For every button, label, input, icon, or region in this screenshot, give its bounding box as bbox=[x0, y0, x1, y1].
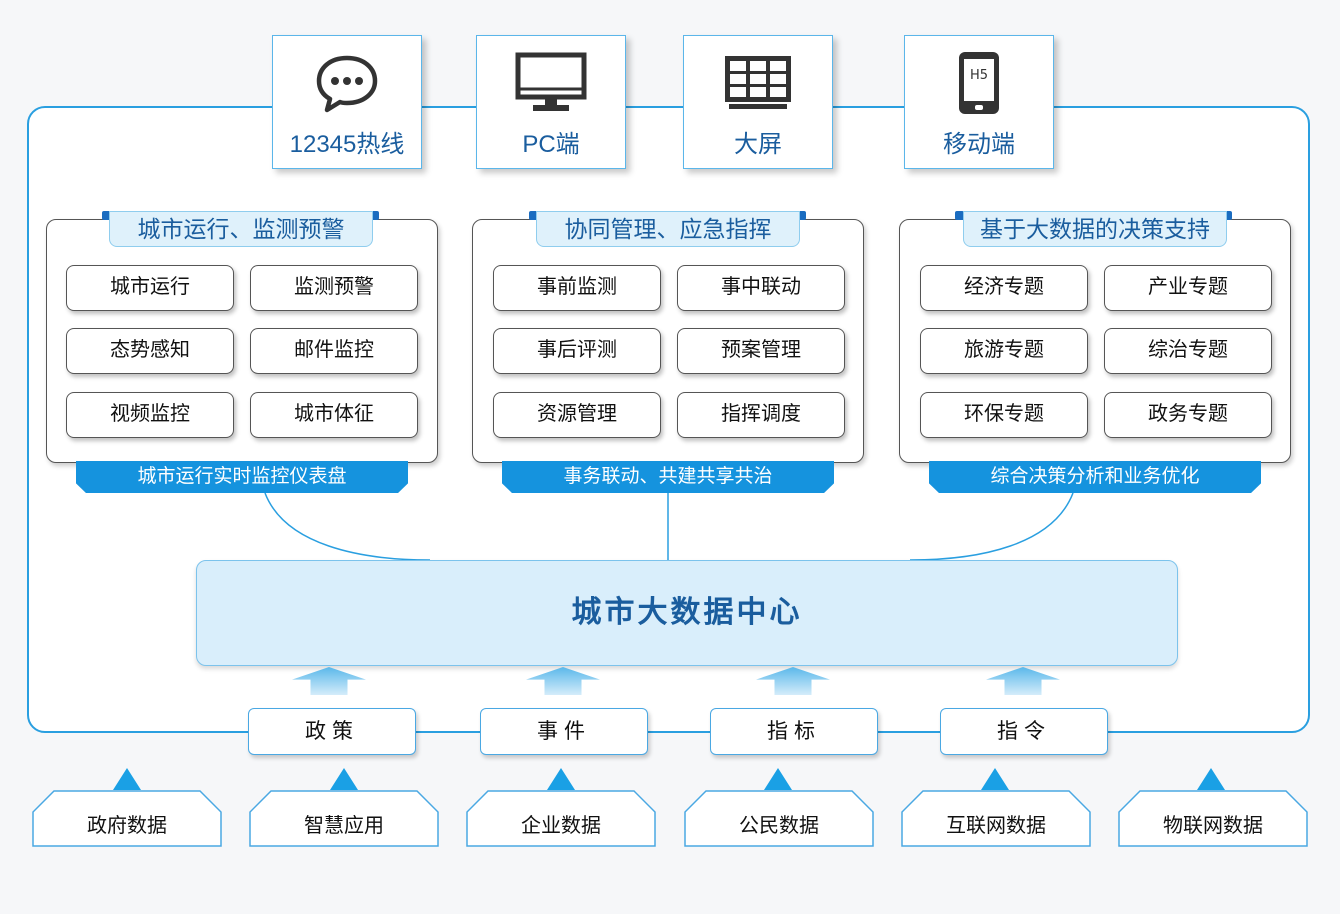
data-source-iot[interactable]: 物联网数据 bbox=[1118, 790, 1308, 848]
title-dot bbox=[102, 211, 111, 220]
module-button[interactable]: 资源管理 bbox=[493, 392, 661, 438]
module-button[interactable]: 旅游专题 bbox=[920, 328, 1088, 374]
panel-title: 城市运行、监测预警 bbox=[109, 211, 373, 247]
title-dot bbox=[797, 211, 806, 220]
channel-label: 移动端 bbox=[943, 131, 1015, 158]
data-source-enterprise[interactable]: 企业数据 bbox=[466, 790, 656, 848]
module-button[interactable]: 视频监控 bbox=[66, 392, 234, 438]
channel-mobile[interactable]: H5 移动端 bbox=[904, 35, 1054, 169]
channel-pc[interactable]: PC端 bbox=[476, 35, 626, 169]
data-source-government[interactable]: 政府数据 bbox=[32, 790, 222, 848]
title-dot bbox=[1223, 211, 1232, 220]
big-data-center[interactable]: 城市大数据中心 bbox=[196, 560, 1178, 666]
data-source-label: 政府数据 bbox=[87, 815, 167, 837]
data-source-label: 互联网数据 bbox=[946, 815, 1046, 837]
channel-label: 12345热线 bbox=[289, 131, 405, 158]
data-source-label: 物联网数据 bbox=[1163, 815, 1263, 837]
module-button[interactable]: 指挥调度 bbox=[677, 392, 845, 438]
data-source-internet[interactable]: 互联网数据 bbox=[901, 790, 1091, 848]
module-button[interactable]: 邮件监控 bbox=[250, 328, 418, 374]
module-button[interactable]: 产业专题 bbox=[1104, 265, 1272, 311]
module-button[interactable]: 城市体征 bbox=[250, 392, 418, 438]
panel-title: 协同管理、应急指挥 bbox=[536, 211, 800, 247]
mobile-phone-icon: H5 bbox=[905, 50, 1053, 116]
h5-badge: H5 bbox=[969, 68, 989, 83]
category-command[interactable]: 指令 bbox=[940, 708, 1108, 755]
data-source-label: 企业数据 bbox=[521, 815, 601, 837]
title-dot bbox=[529, 211, 538, 220]
module-button[interactable]: 态势感知 bbox=[66, 328, 234, 374]
panel-footer-band: 城市运行实时监控仪表盘 bbox=[76, 461, 408, 493]
chat-bubble-icon bbox=[273, 50, 421, 116]
module-button[interactable]: 综治专题 bbox=[1104, 328, 1272, 374]
channel-label: PC端 bbox=[522, 131, 580, 158]
channel-big-screen[interactable]: 大屏 bbox=[683, 35, 833, 169]
title-dot bbox=[370, 211, 379, 220]
title-dot bbox=[955, 211, 964, 220]
panel-title: 基于大数据的决策支持 bbox=[963, 211, 1227, 247]
module-button[interactable]: 预案管理 bbox=[677, 328, 845, 374]
module-button[interactable]: 事后评测 bbox=[493, 328, 661, 374]
category-event[interactable]: 事件 bbox=[480, 708, 648, 755]
data-source-smart-apps[interactable]: 智慧应用 bbox=[249, 790, 439, 848]
data-source-label: 公民数据 bbox=[739, 815, 819, 837]
category-indicator[interactable]: 指标 bbox=[710, 708, 878, 755]
panel-footer-band: 事务联动、共建共享共治 bbox=[502, 461, 834, 493]
data-source-label: 智慧应用 bbox=[304, 815, 384, 837]
module-button[interactable]: 城市运行 bbox=[66, 265, 234, 311]
channel-label: 大屏 bbox=[734, 131, 782, 158]
monitor-icon bbox=[477, 50, 625, 116]
module-button[interactable]: 环保专题 bbox=[920, 392, 1088, 438]
category-policy[interactable]: 政策 bbox=[248, 708, 416, 755]
module-button[interactable]: 经济专题 bbox=[920, 265, 1088, 311]
module-button[interactable]: 监测预警 bbox=[250, 265, 418, 311]
channel-hotline[interactable]: 12345热线 bbox=[272, 35, 422, 169]
module-button[interactable]: 事前监测 bbox=[493, 265, 661, 311]
large-screen-icon bbox=[684, 50, 832, 116]
module-button[interactable]: 政务专题 bbox=[1104, 392, 1272, 438]
module-button[interactable]: 事中联动 bbox=[677, 265, 845, 311]
data-source-citizen[interactable]: 公民数据 bbox=[684, 790, 874, 848]
panel-footer-band: 综合决策分析和业务优化 bbox=[929, 461, 1261, 493]
